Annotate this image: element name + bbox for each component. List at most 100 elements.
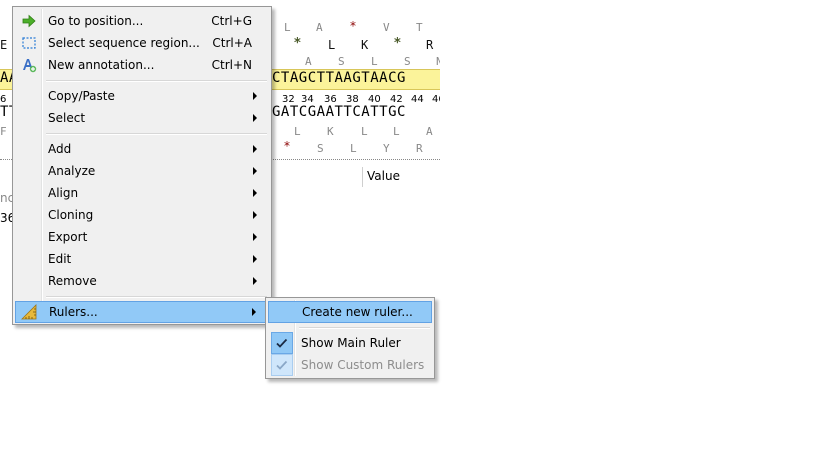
aa-residue: F xyxy=(0,125,7,138)
checkmark-icon xyxy=(271,332,293,354)
menu-separator xyxy=(299,327,430,329)
stop-codon-marker: * xyxy=(294,36,301,51)
menu-item-label: Create new ruler... xyxy=(302,305,413,319)
aa-residue: V xyxy=(383,21,390,34)
ruler-tick-label: 32 xyxy=(282,94,295,105)
menu-item-select[interactable]: Select xyxy=(15,107,269,129)
submenu-arrow-icon xyxy=(253,167,257,175)
stop-codon-marker: * xyxy=(350,19,356,33)
menu-item-label: Select sequence region... xyxy=(48,36,200,50)
aa-residue: R xyxy=(416,142,423,155)
menu-item-label: New annotation... xyxy=(48,58,155,72)
table-cell-fragment: 36 xyxy=(0,211,16,225)
menu-item-shortcut: Ctrl+G xyxy=(211,14,252,28)
menu-item-select-sequence-region[interactable]: Select sequence region... Ctrl+A xyxy=(15,32,269,54)
menu-item-label: Copy/Paste xyxy=(48,89,115,103)
menu-item-label: Cloning xyxy=(48,208,94,222)
submenu-arrow-icon xyxy=(253,255,257,263)
ruler-tick-label: 46 xyxy=(432,94,440,105)
ruler-tick-label: 42 xyxy=(390,94,403,105)
menu-item-label: Analyze xyxy=(48,164,96,178)
submenu-arrow-icon xyxy=(253,189,257,197)
ruler-tick-label: 44 xyxy=(411,94,424,105)
menu-item-label: Export xyxy=(48,230,88,244)
aa-residue: A xyxy=(426,125,433,138)
menu-item-label: Show Main Ruler xyxy=(301,336,401,350)
aa-residue: S xyxy=(404,55,411,68)
aa-residue: E xyxy=(0,38,8,52)
rulers-submenu: Create new ruler... Show Main Ruler Show… xyxy=(265,297,435,379)
menu-item-create-new-ruler[interactable]: Create new ruler... xyxy=(268,301,432,323)
menu-separator xyxy=(46,296,267,298)
aa-residue: L xyxy=(361,125,368,138)
submenu-arrow-icon xyxy=(253,92,257,100)
stop-codon-marker: * xyxy=(284,139,290,153)
aa-residue: A xyxy=(305,55,312,68)
menu-item-shortcut: Ctrl+N xyxy=(211,58,252,72)
aa-residue: L xyxy=(350,142,357,155)
menu-item-go-to-position[interactable]: Go to position... Ctrl+G xyxy=(15,10,269,32)
aa-residue: L xyxy=(371,55,378,68)
stop-codon-marker: * xyxy=(394,36,401,51)
checkmark-icon xyxy=(271,354,293,376)
menu-item-rulers[interactable]: Rulers... xyxy=(15,301,269,323)
green-arrow-right-icon xyxy=(21,13,37,29)
menu-item-label: Select xyxy=(48,111,86,125)
aa-residue: S xyxy=(317,142,324,155)
submenu-arrow-icon xyxy=(253,145,257,153)
menu-item-copy-paste[interactable]: Copy/Paste xyxy=(15,85,269,107)
menu-icon-gutter xyxy=(294,300,296,376)
menu-item-shortcut: Ctrl+A xyxy=(212,36,252,50)
menu-item-label: Go to position... xyxy=(48,14,144,28)
submenu-arrow-icon xyxy=(253,233,257,241)
menu-item-cloning[interactable]: Cloning xyxy=(15,204,269,226)
annotation-add-icon xyxy=(21,57,37,73)
aa-residue: N xyxy=(436,55,440,68)
context-menu: Go to position... Ctrl+G Select sequence… xyxy=(12,6,272,325)
submenu-arrow-icon xyxy=(253,277,257,285)
submenu-arrow-icon xyxy=(253,211,257,219)
value-column-header[interactable]: Value xyxy=(362,167,400,187)
dna-bottom-strand[interactable]: GATCGAATTCATTGC xyxy=(272,104,406,120)
aa-residue: R xyxy=(426,38,434,52)
menu-item-edit[interactable]: Edit xyxy=(15,248,269,270)
ruler-tick-label: 36 xyxy=(324,94,337,105)
menu-item-export[interactable]: Export xyxy=(15,226,269,248)
aa-residue: K xyxy=(361,38,369,52)
menu-item-label: Align xyxy=(48,186,79,200)
ruler-tick-label: 40 xyxy=(368,94,381,105)
menu-item-remove[interactable]: Remove xyxy=(15,270,269,292)
dashed-selection-icon xyxy=(21,35,37,51)
menu-item-analyze[interactable]: Analyze xyxy=(15,160,269,182)
aa-residue: K xyxy=(327,125,334,138)
menu-item-label: Remove xyxy=(48,274,97,288)
menu-item-align[interactable]: Align xyxy=(15,182,269,204)
menu-item-label: Show Custom Rulers xyxy=(301,358,425,372)
submenu-arrow-icon xyxy=(253,114,257,122)
menu-item-show-main-ruler[interactable]: Show Main Ruler xyxy=(268,332,432,354)
menu-item-label: Edit xyxy=(48,252,72,266)
menu-item-new-annotation[interactable]: New annotation... Ctrl+N xyxy=(15,54,269,76)
table-cell-fragment: nc xyxy=(0,191,15,205)
menu-item-label: Add xyxy=(48,142,72,156)
ruler-tick-label: 38 xyxy=(346,94,359,105)
aa-residue: T xyxy=(416,21,423,34)
ruler-icon xyxy=(21,304,37,320)
menu-item-label: Rulers... xyxy=(49,305,98,319)
aa-residue: S xyxy=(338,55,345,68)
aa-residue: L xyxy=(284,21,291,34)
aa-residue: L xyxy=(393,125,400,138)
aa-residue: A xyxy=(316,21,323,34)
submenu-arrow-icon xyxy=(252,308,256,316)
menu-separator xyxy=(46,133,267,135)
aa-residue: L xyxy=(328,38,336,52)
menu-item-add[interactable]: Add xyxy=(15,138,269,160)
menu-item-show-custom-rulers: Show Custom Rulers xyxy=(268,354,432,376)
ruler-tick-label: 6 xyxy=(0,94,7,105)
menu-icon-gutter xyxy=(41,9,43,322)
menu-separator xyxy=(46,80,267,82)
aa-residue: Y xyxy=(383,142,390,155)
aa-residue: L xyxy=(294,125,301,138)
ruler-tick-label: 34 xyxy=(301,94,314,105)
dna-top-strand[interactable]: CTAGCTTAAGTAACG xyxy=(272,70,406,86)
